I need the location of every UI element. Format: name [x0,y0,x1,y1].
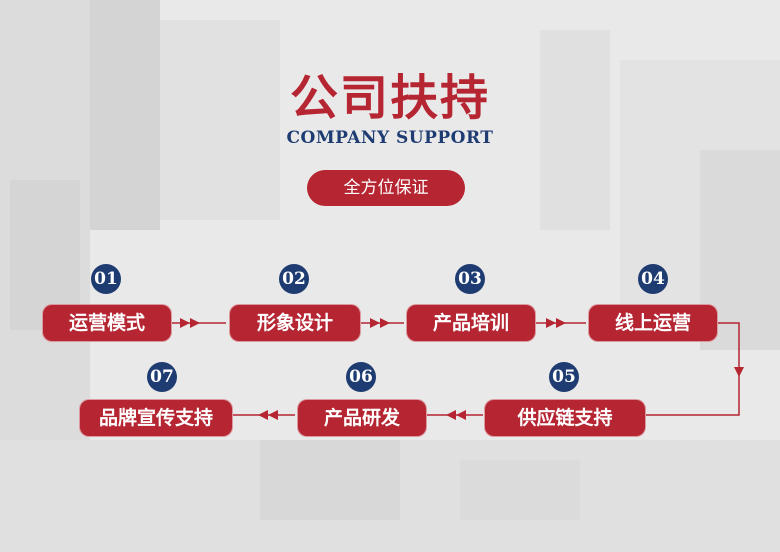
step-image-design: 形象设计 [229,304,361,342]
step-number-02: 02 [279,264,309,294]
guarantee-badge: 全方位保证 [307,170,465,206]
page-title: 公司扶持 [289,70,490,126]
step-number-06: 06 [346,362,376,392]
step-number-03: 03 [455,264,485,294]
step-number-05: 05 [549,362,579,392]
page-subtitle: COMPANY SUPPORT [286,128,494,148]
step-number-07: 07 [147,362,177,392]
step-supply-chain-support: 供应链支持 [484,399,646,437]
step-operation-mode: 运营模式 [42,304,172,342]
step-number-01: 01 [91,264,121,294]
step-product-rnd: 产品研发 [297,399,427,437]
step-product-training: 产品培训 [406,304,536,342]
step-online-operation: 线上运营 [588,304,718,342]
step-brand-promotion-support: 品牌宣传支持 [79,399,233,437]
step-number-04: 04 [638,264,668,294]
